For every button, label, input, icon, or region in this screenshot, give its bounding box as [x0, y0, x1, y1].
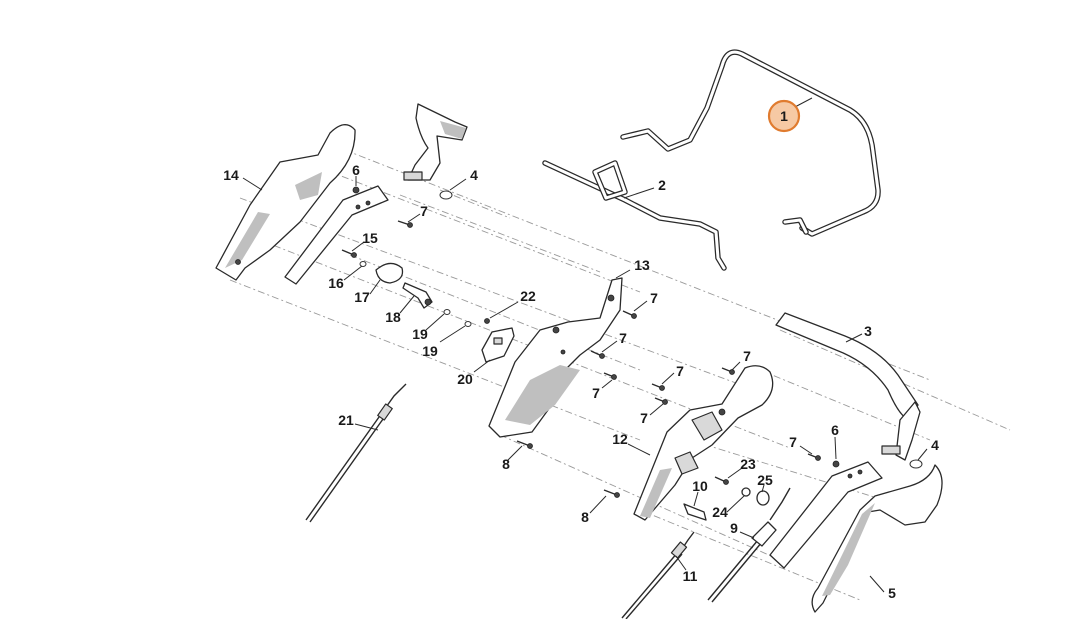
part-15-screw[interactable]	[341, 249, 357, 258]
part-13-center-housing[interactable]	[488, 277, 623, 438]
part-21-cable[interactable]	[305, 383, 407, 523]
callout-16[interactable]: 16	[328, 275, 344, 291]
part-16-washer[interactable]	[359, 261, 367, 267]
callout-19-a[interactable]: 19	[412, 326, 428, 342]
part-6-nut-right[interactable]	[832, 460, 840, 468]
part-22-pin[interactable]	[484, 318, 490, 324]
callout-4-left[interactable]: 4	[470, 167, 478, 183]
callout-7-h[interactable]: 7	[789, 434, 797, 450]
callout-25[interactable]: 25	[757, 472, 773, 488]
part-6-nut-left[interactable]	[352, 186, 360, 194]
callout-7-a[interactable]: 7	[420, 203, 428, 219]
callout-7-b[interactable]: 7	[650, 290, 658, 306]
callout-2[interactable]: 2	[658, 177, 666, 193]
callout-7-d[interactable]: 7	[592, 385, 600, 401]
callout-3[interactable]: 3	[864, 323, 872, 339]
part-4-bracket-left[interactable]	[403, 103, 468, 181]
callout-10[interactable]: 10	[692, 478, 708, 494]
part-14-left-housing[interactable]	[215, 124, 356, 281]
part-18-spring-lever[interactable]	[402, 282, 433, 309]
callout-8-b[interactable]: 8	[581, 509, 589, 525]
part-8-screws[interactable]	[516, 440, 620, 498]
part-4-cap-right[interactable]	[881, 445, 923, 469]
callout-22[interactable]: 22	[520, 288, 536, 304]
part-1-upper-handle[interactable]	[620, 49, 881, 237]
part-9-cable[interactable]	[707, 487, 791, 603]
right-bracket-tube[interactable]	[769, 461, 883, 569]
callout-14[interactable]: 14	[223, 167, 239, 183]
part-19-washers[interactable]	[443, 309, 472, 327]
part-12-right-console[interactable]	[633, 365, 774, 521]
part-10-clip[interactable]	[683, 503, 707, 521]
highlight-marker	[767, 99, 801, 133]
callout-8-a[interactable]: 8	[502, 456, 510, 472]
part-23-screw[interactable]	[714, 476, 729, 485]
callout-4-right[interactable]: 4	[931, 437, 939, 453]
callout-9[interactable]: 9	[730, 520, 738, 536]
callout-17[interactable]: 17	[354, 289, 370, 305]
part-4-cap-left[interactable]	[439, 190, 453, 200]
part-17-knob[interactable]	[375, 262, 404, 284]
part-2-bail-rod[interactable]	[542, 160, 727, 271]
callout-18[interactable]: 18	[385, 309, 401, 325]
part-5-right-lower-cover[interactable]	[811, 464, 943, 613]
callout-24[interactable]: 24	[712, 504, 728, 520]
part-7-screws[interactable]	[397, 220, 821, 461]
callout-21[interactable]: 21	[338, 412, 354, 428]
callout-20[interactable]: 20	[457, 371, 473, 387]
callout-6-right[interactable]: 6	[831, 422, 839, 438]
callout-7-e[interactable]: 7	[676, 363, 684, 379]
left-bracket-tube[interactable]	[284, 185, 389, 285]
callout-19-b[interactable]: 19	[422, 343, 438, 359]
part-25-bushing[interactable]	[756, 490, 770, 506]
callout-7-g[interactable]: 7	[743, 348, 751, 364]
callout-1[interactable]: 1	[780, 108, 788, 124]
part-20-switch-block[interactable]	[481, 327, 515, 363]
callout-labels: 1 2 3 4 4 5 6 6 7 7 7 7 7 7 7 7 8 8 9 10…	[223, 108, 939, 601]
callout-6-left[interactable]: 6	[352, 162, 360, 178]
callout-23[interactable]: 23	[740, 456, 756, 472]
part-11-cable[interactable]	[621, 531, 695, 619]
part-3-lower-bar[interactable]	[775, 312, 921, 461]
callout-13[interactable]: 13	[634, 257, 650, 273]
part-24-nut[interactable]	[741, 487, 751, 497]
callout-11[interactable]: 11	[683, 568, 698, 584]
callout-7-c[interactable]: 7	[619, 330, 627, 346]
callout-12[interactable]: 12	[612, 431, 628, 447]
callout-15[interactable]: 15	[362, 230, 378, 246]
leader-lines	[242, 97, 928, 593]
callout-7-f[interactable]: 7	[640, 410, 648, 426]
callout-5[interactable]: 5	[888, 585, 896, 601]
